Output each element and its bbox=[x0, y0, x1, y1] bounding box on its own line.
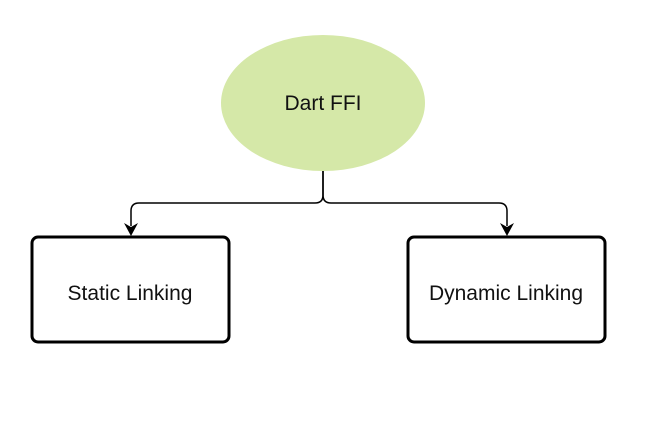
static-linking-box bbox=[30, 235, 231, 344]
arrowhead-static-linking-icon bbox=[124, 223, 138, 236]
root-node-shape bbox=[221, 35, 425, 171]
arrowhead-dynamic-linking-icon bbox=[500, 223, 514, 236]
dynamic-linking-box bbox=[406, 235, 607, 344]
connector-to-static-linking bbox=[130, 171, 324, 226]
dynamic-linking-label: Dynamic Linking bbox=[429, 282, 583, 305]
connector-to-dynamic-linking bbox=[322, 171, 508, 226]
static-linking-node: Static Linking bbox=[30, 235, 231, 344]
root-node-label: Dart FFI bbox=[285, 92, 362, 115]
dynamic-linking-node: Dynamic Linking bbox=[406, 235, 607, 344]
root-node: Dart FFI bbox=[221, 35, 425, 171]
connectors bbox=[124, 171, 514, 236]
static-linking-label: Static Linking bbox=[68, 282, 193, 305]
